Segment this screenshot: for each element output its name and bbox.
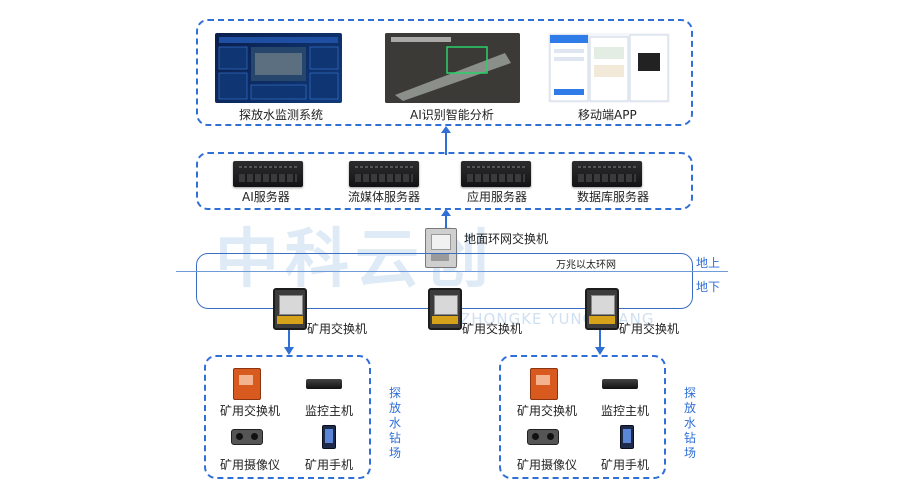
site-switch-label: 矿用交换机 xyxy=(220,404,281,418)
site-phone-label: 矿用手机 xyxy=(305,458,354,472)
ai-analysis-image xyxy=(385,33,520,103)
drill-site-vertical-label: 探 放 水 钻 场 xyxy=(388,386,402,461)
drill-site-vertical-label: 探 放 水 钻 场 xyxy=(683,386,697,461)
site-camera-label: 矿用摄像仪 xyxy=(517,458,578,472)
mine-camera-icon xyxy=(527,429,559,445)
vertical-char: 场 xyxy=(683,446,696,460)
mine-switch-icon xyxy=(585,288,619,330)
app-server-icon xyxy=(461,161,531,187)
drill-site-group xyxy=(499,355,666,479)
app-server-label: 应用服务器 xyxy=(467,190,528,204)
site-host-label: 监控主机 xyxy=(601,404,650,418)
database-server-icon xyxy=(572,161,642,187)
vertical-char: 水 xyxy=(683,416,696,430)
database-server-label: 数据库服务器 xyxy=(577,190,650,204)
mine-switch-label: 矿用交换机 xyxy=(619,322,680,336)
above-ground-label: 地上 xyxy=(696,256,721,270)
top-label-monitor: 探放水监测系统 xyxy=(239,108,324,122)
monitoring-dashboard-image xyxy=(215,33,342,103)
vertical-char: 钻 xyxy=(683,431,696,445)
phone-screens-icon xyxy=(549,34,669,102)
mine-phone-icon xyxy=(620,425,634,449)
mine-switch-icon xyxy=(428,288,462,330)
mine-switch-device-icon xyxy=(233,368,261,400)
top-label-ai: AI识别智能分析 xyxy=(410,108,494,122)
arrow-up-icon xyxy=(441,209,451,230)
dashboard-icon xyxy=(218,37,339,100)
monitor-host-icon xyxy=(602,379,638,389)
site-host-label: 监控主机 xyxy=(305,404,354,418)
streaming-server-label: 流媒体服务器 xyxy=(348,190,421,204)
site-camera-label: 矿用摄像仪 xyxy=(220,458,281,472)
ai-server-icon xyxy=(233,161,303,187)
monitor-host-icon xyxy=(306,379,342,389)
vertical-char: 钻 xyxy=(388,431,401,445)
mine-phone-icon xyxy=(322,425,336,449)
vertical-char: 场 xyxy=(388,446,401,460)
mine-switch-device-icon xyxy=(530,368,558,400)
mine-switch-label: 矿用交换机 xyxy=(462,322,523,336)
drill-site-group xyxy=(204,355,371,479)
mine-camera-icon xyxy=(231,429,263,445)
vertical-char: 水 xyxy=(388,416,401,430)
site-phone-label: 矿用手机 xyxy=(601,458,650,472)
mine-switch-icon xyxy=(273,288,307,330)
arrow-down-icon xyxy=(595,330,605,355)
client-apps-group xyxy=(196,19,693,126)
arrow-down-icon xyxy=(284,330,294,355)
streaming-server-icon xyxy=(349,161,419,187)
arrow-up-icon xyxy=(441,126,451,155)
site-switch-label: 矿用交换机 xyxy=(517,404,578,418)
ground-divider-line xyxy=(176,271,728,272)
ring-label: 万兆以太环网 xyxy=(556,260,616,271)
vertical-char: 探 xyxy=(683,386,696,400)
vertical-char: 探 xyxy=(388,386,401,400)
ground-switch-label: 地面环网交换机 xyxy=(464,232,549,246)
mine-switch-label: 矿用交换机 xyxy=(307,322,368,336)
vertical-char: 放 xyxy=(683,401,696,415)
mobile-app-image xyxy=(548,33,670,103)
top-label-app: 移动端APP xyxy=(578,108,637,122)
vertical-char: 放 xyxy=(388,401,401,415)
servers-group xyxy=(196,152,693,210)
ground-switch-icon xyxy=(425,228,457,268)
below-ground-label: 地下 xyxy=(696,280,721,294)
drill-pipe-icon xyxy=(385,33,520,103)
ai-server-label: AI服务器 xyxy=(242,190,290,204)
